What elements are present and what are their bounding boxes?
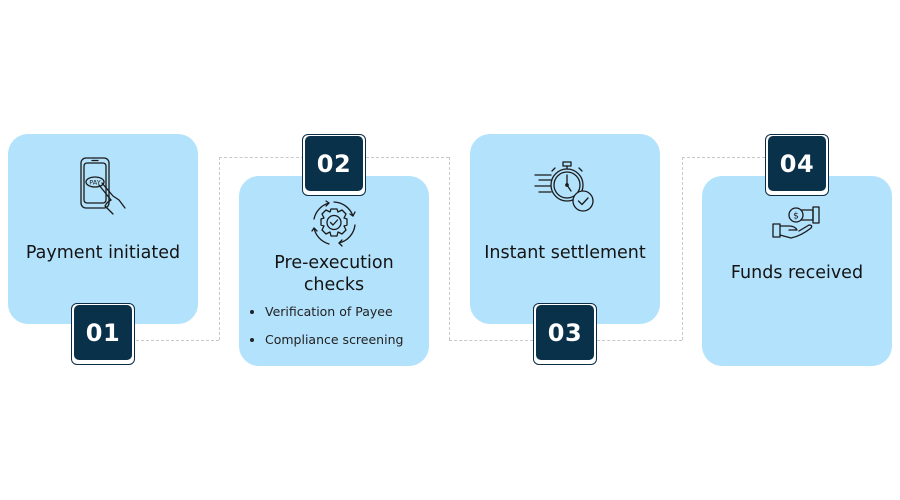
connector-2-3-horizontal-bottom <box>449 340 533 341</box>
step-title: Instant settlement <box>484 243 646 263</box>
step-card-4: $ Funds received <box>702 176 892 366</box>
step-title: Payment initiated <box>25 243 181 263</box>
step-title-line2: checks <box>303 275 365 295</box>
step-number: 04 <box>768 136 826 191</box>
step-card-2: Pre-execution checks Verification of Pay… <box>239 176 429 366</box>
step-badge-4: 04 <box>765 134 829 196</box>
connector-3-4-horizontal-bottom <box>597 340 682 341</box>
step-number: 03 <box>536 305 594 360</box>
svg-text:PAY: PAY <box>89 179 100 187</box>
step-badge-3: 03 <box>533 303 597 365</box>
check-item-compliance: Compliance screening <box>265 332 403 348</box>
svg-text:$: $ <box>793 212 799 222</box>
phone-pay-icon: PAY <box>80 157 126 215</box>
connector-1-2-vertical <box>219 157 220 340</box>
step-card-3: Instant settlement <box>470 134 660 324</box>
connector-1-2-horizontal-bottom <box>136 340 219 341</box>
connector-2-3-vertical <box>449 157 450 340</box>
step-title-line1: Pre-execution <box>274 253 394 273</box>
step-number: 01 <box>74 305 132 360</box>
step-number: 02 <box>305 136 363 191</box>
check-list: Verification of Payee Compliance screeni… <box>251 304 403 360</box>
connector-1-2-horizontal-top <box>219 157 304 158</box>
check-item-verification: Verification of Payee <box>265 304 403 320</box>
step-badge-2: 02 <box>302 134 366 196</box>
stopwatch-check-icon <box>534 161 594 212</box>
gear-cycle-check-icon <box>311 200 356 247</box>
connector-3-4-vertical <box>682 157 683 340</box>
step-badge-1: 01 <box>71 303 135 365</box>
hand-receive-money-icon: $ <box>772 206 820 239</box>
connector-2-3-horizontal-top <box>366 157 449 158</box>
connector-3-4-horizontal-top <box>682 157 765 158</box>
step-card-1: PAY Payment initiated <box>8 134 198 324</box>
step-title: Funds received <box>730 263 864 283</box>
